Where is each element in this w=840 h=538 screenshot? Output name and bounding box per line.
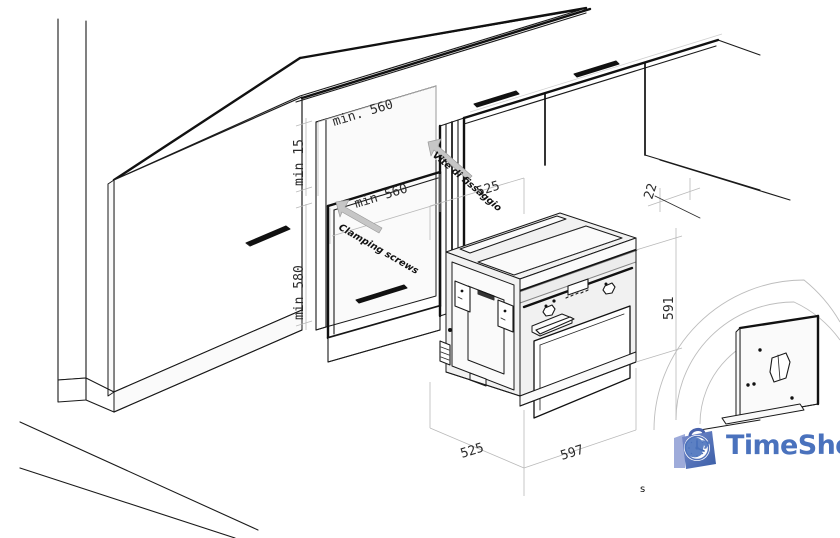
oven-door-handle bbox=[531, 313, 575, 337]
dimension-bottom-group: 525 597 bbox=[429, 368, 637, 496]
oven-knob-right bbox=[602, 282, 616, 295]
dimension-525-cabinet-depth: 525 bbox=[429, 177, 525, 240]
shopping-bag-clock-icon bbox=[674, 427, 716, 469]
oven-housing-cabinet bbox=[295, 7, 592, 363]
oven-connector-strip bbox=[439, 340, 451, 366]
oven-display bbox=[567, 278, 589, 296]
dimension-22-clearance: 22 bbox=[642, 178, 701, 219]
fixing-screw-arrow-icon bbox=[427, 138, 473, 181]
door-hinge-icon bbox=[769, 352, 791, 383]
timeshop-logo: TimeShop bbox=[668, 424, 840, 472]
detached-door-panel bbox=[699, 314, 820, 431]
oven-appliance bbox=[439, 212, 638, 419]
dim-label-min-580: min 580 bbox=[292, 265, 307, 320]
dimension-591-height: 591 bbox=[635, 228, 683, 420]
right-tall-cabinet bbox=[462, 33, 791, 201]
dim-label-min-15: min 15 bbox=[292, 139, 307, 186]
oven-side-brackets bbox=[454, 280, 514, 333]
oven-indicator-dot bbox=[552, 299, 556, 303]
dim-label-597-oven-width: 597 bbox=[559, 443, 586, 464]
dimension-min-580: min 580 bbox=[292, 202, 313, 330]
dim-label-22: 22 bbox=[642, 182, 661, 202]
timeshop-logo-text: TimeShop bbox=[726, 430, 840, 461]
floor-guide-lines bbox=[19, 18, 259, 538]
dim-label-525-oven-depth: 525 bbox=[459, 441, 486, 462]
clamping-screws-arrow-icon bbox=[335, 199, 383, 234]
oven-knob-left bbox=[542, 304, 556, 317]
oven-button-row bbox=[565, 289, 589, 299]
left-base-cabinet bbox=[57, 6, 588, 413]
dimension-min-15: min 15 bbox=[292, 118, 313, 196]
partial-mark: s bbox=[640, 484, 645, 495]
dim-label-591: 591 bbox=[662, 297, 677, 320]
dim-label-525-cabinet-depth: 525 bbox=[475, 179, 502, 200]
